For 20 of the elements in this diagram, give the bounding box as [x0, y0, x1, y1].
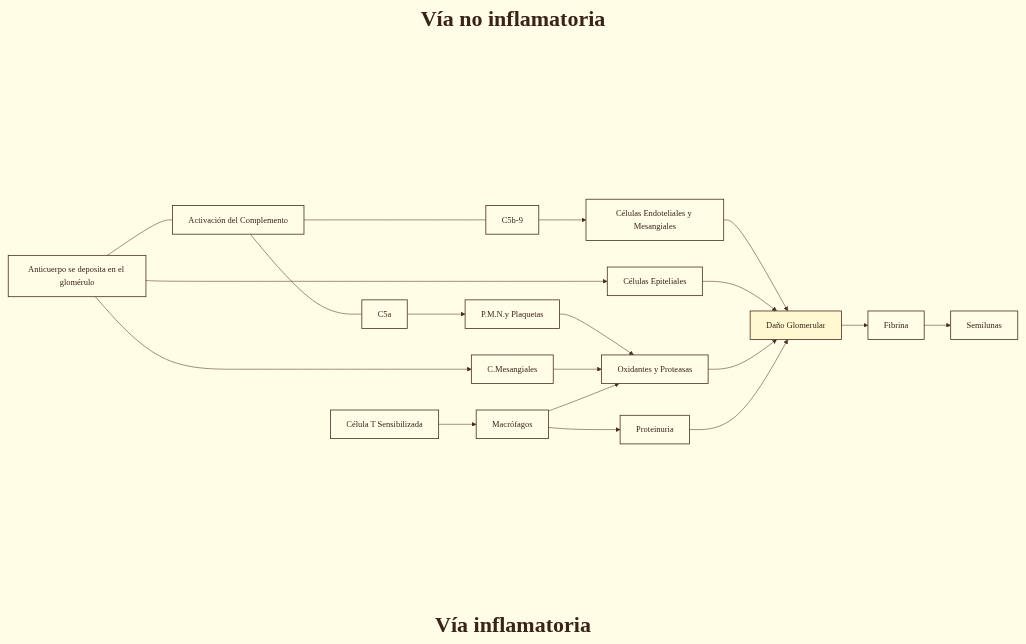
section-heading: Vía inflamatoria [435, 612, 591, 638]
node-box: C5a [361, 299, 408, 330]
node-box: Oxidantes y Proteasas [601, 354, 709, 385]
node-box: Proteinuria [619, 415, 690, 445]
node-box: Macrófagos [475, 410, 549, 440]
node-box: Fibrina [867, 311, 925, 341]
node-box: Célula T Sensibilizada [330, 410, 440, 440]
node-box: Daño Glomerular [749, 311, 842, 341]
node-box: Semilunas [950, 311, 1019, 341]
connector [107, 220, 173, 257]
connector [303, 220, 487, 221]
node-box: Anticuerpo se deposita en el glomérulo [7, 255, 147, 298]
node-box: P.M.N.y Plaquetas [464, 299, 560, 330]
node-box: C.Mesangiales [470, 354, 554, 385]
node-box: Células Endoteliales y Mesangiales [585, 199, 725, 242]
node-box: C5b-9 [485, 205, 540, 235]
node-box: Activación del Complemento [172, 205, 305, 235]
connector [249, 234, 363, 315]
node-box: Células Epiteliales [606, 267, 703, 297]
section-heading: Vía no inflamatoria [420, 6, 606, 32]
